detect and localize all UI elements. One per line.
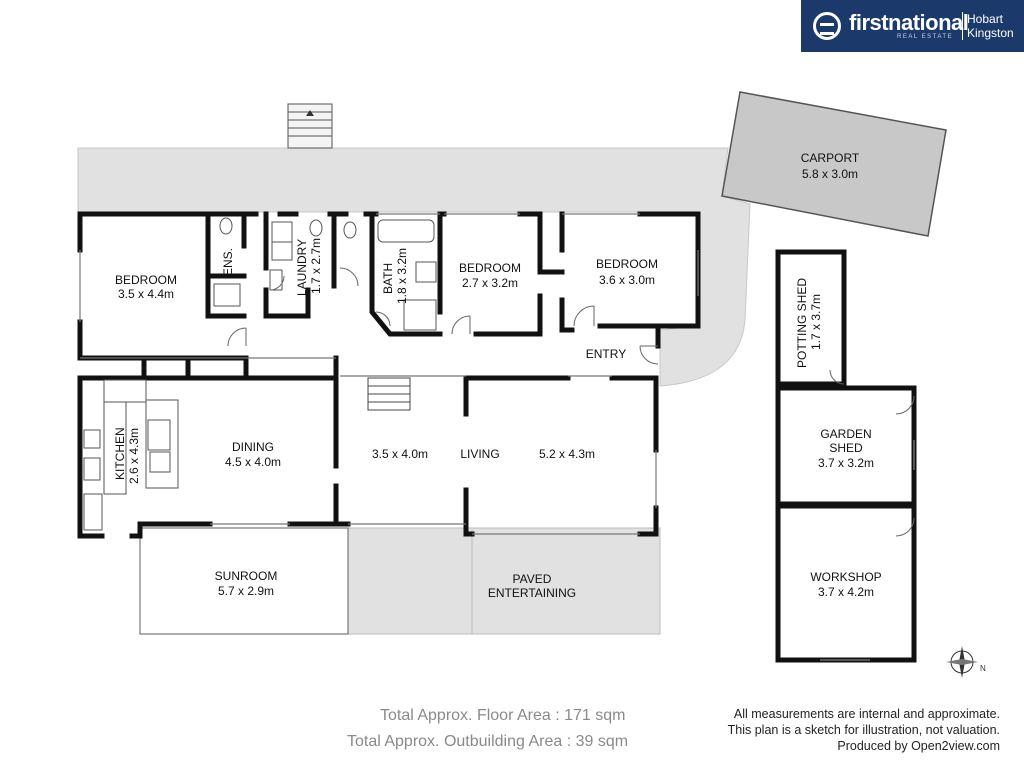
disclaimer-line-2: This plan is a sketch for illustration, … bbox=[727, 723, 1000, 737]
workshop-size: 3.7 x 4.2m bbox=[818, 585, 874, 599]
room-labels: CARPORT 5.8 x 3.0m BEDROOM 3.5 x 4.4m EN… bbox=[113, 151, 882, 600]
brand-banner: firstnational REAL ESTATE Hobart Kingsto… bbox=[801, 0, 1024, 52]
laundry-name: LAUNDRY bbox=[295, 239, 309, 296]
bath-name: BATH bbox=[381, 263, 395, 294]
bed3-name: BEDROOM bbox=[596, 257, 658, 271]
disclaimer: All measurements are internal and approx… bbox=[728, 706, 1000, 754]
bath-size: 1.8 x 3.2m bbox=[395, 248, 409, 304]
office-line-2: Kingston bbox=[967, 26, 1014, 40]
glazing bbox=[79, 213, 699, 535]
living-size-right: 5.2 x 4.3m bbox=[539, 447, 595, 461]
bathroom-fixtures bbox=[213, 217, 437, 331]
floor-area: Total Approx. Floor Area : 171 sqm bbox=[380, 707, 626, 724]
brand-tagline: REAL ESTATE bbox=[897, 34, 954, 40]
laundry-size: 1.7 x 2.7m bbox=[309, 238, 323, 294]
garden-size: 3.7 x 3.2m bbox=[818, 456, 874, 470]
sunroom-name: SUNROOM bbox=[215, 569, 278, 583]
door-swings bbox=[227, 267, 659, 365]
bed3-size: 3.6 x 3.0m bbox=[599, 273, 655, 287]
entry-name: ENTRY bbox=[586, 347, 626, 361]
sunroom-size: 5.7 x 2.9m bbox=[218, 584, 274, 598]
walls bbox=[77, 211, 701, 539]
driveway bbox=[77, 147, 751, 387]
living-name: LIVING bbox=[460, 447, 499, 461]
front-steps bbox=[287, 103, 333, 149]
compass-icon: N bbox=[946, 646, 986, 678]
office-line-1: Hobart bbox=[967, 12, 1004, 26]
potting-name: POTTING SHED bbox=[795, 278, 809, 368]
bed2-size: 2.7 x 3.2m bbox=[462, 276, 518, 290]
paved-floor bbox=[347, 527, 661, 635]
firstnational-logo-icon bbox=[813, 12, 841, 40]
produced-by: Produced by Open2view.com bbox=[837, 739, 1000, 753]
kitchen-benches bbox=[83, 379, 179, 531]
outbuildings bbox=[775, 249, 917, 663]
brand-separator bbox=[962, 12, 963, 40]
carport-size: 5.8 x 3.0m bbox=[802, 167, 858, 181]
paved-name-2: ENTERTAINING bbox=[488, 586, 576, 600]
svg-text:N: N bbox=[980, 664, 986, 673]
garden-name-2: SHED bbox=[829, 441, 863, 455]
living-steps bbox=[367, 377, 411, 411]
dining-size: 4.5 x 4.0m bbox=[225, 455, 281, 469]
bed2-name: BEDROOM bbox=[459, 261, 521, 275]
sunroom-floor bbox=[139, 527, 349, 635]
kitchen-name: KITCHEN bbox=[113, 427, 127, 480]
outbuilding-area: Total Approx. Outbuilding Area : 39 sqm bbox=[347, 733, 629, 750]
disclaimer-line-1: All measurements are internal and approx… bbox=[733, 707, 1000, 721]
dining-name: DINING bbox=[232, 440, 274, 454]
workshop-name: WORKSHOP bbox=[810, 570, 881, 584]
bed1-size: 3.5 x 4.4m bbox=[118, 287, 174, 301]
garden-name-1: GARDEN bbox=[820, 427, 871, 441]
carport bbox=[721, 91, 947, 237]
bed1-name: BEDROOM bbox=[115, 273, 177, 287]
paved-name-1: PAVED bbox=[513, 572, 552, 586]
kitchen-size: 2.6 x 4.3m bbox=[127, 428, 141, 484]
living-size-left: 3.5 x 4.0m bbox=[372, 447, 428, 461]
ens-name: ENS. bbox=[221, 248, 235, 276]
potting-size: 1.7 x 3.7m bbox=[809, 294, 823, 350]
carport-name: CARPORT bbox=[801, 151, 860, 165]
brand-office: Hobart Kingston bbox=[967, 12, 1014, 40]
brand-name: firstnational bbox=[849, 10, 969, 35]
